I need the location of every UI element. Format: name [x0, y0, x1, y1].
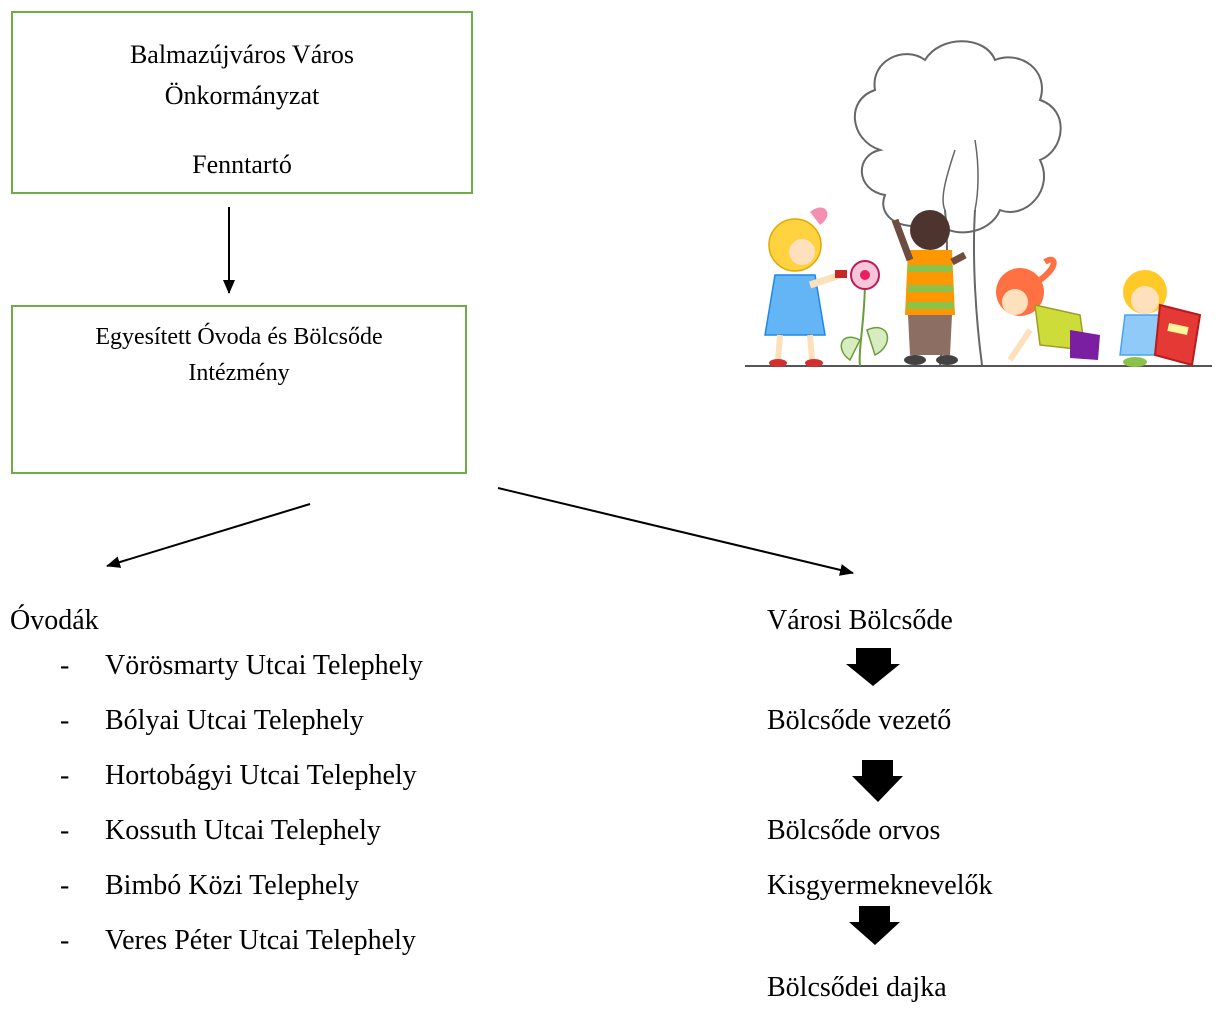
children-drawing-tree-illustration: [745, 40, 1212, 367]
list-bullet: -: [60, 815, 70, 846]
bolcsode-node-dajka: Bölcsődei dajka: [767, 972, 947, 1003]
list-bullet: -: [60, 705, 70, 736]
list-item-label: Hortobágyi Utcai Telephely: [105, 760, 417, 791]
list-item-label: Bólyai Utcai Telephely: [105, 705, 364, 736]
maintainer-name-line1: Balmazújváros Város: [129, 40, 355, 69]
list-item: - Hortobágyi Utcai Telephely: [60, 760, 417, 792]
list-item-label: Vörösmarty Utcai Telephely: [105, 650, 423, 681]
list-bullet: -: [60, 650, 70, 681]
list-bullet: -: [60, 760, 70, 791]
bolcsode-node-orvos: Bölcsőde orvos: [767, 815, 941, 846]
list-item: - Bólyai Utcai Telephely: [60, 705, 364, 737]
bolcsode-node-vezeto: Bölcsőde vezető: [767, 705, 952, 736]
down-arrow-3: [849, 906, 900, 945]
down-arrow-1: [846, 648, 900, 686]
bolcsode-node-varosi: Városi Bölcsőde: [767, 605, 953, 636]
list-item-label: Bimbó Közi Telephely: [105, 870, 360, 901]
list-item: - Bimbó Közi Telephely: [60, 870, 359, 902]
list-bullet: -: [60, 870, 70, 901]
maintainer-name-line2: Önkormányzat: [164, 81, 320, 110]
list-item: - Kossuth Utcai Telephely: [60, 815, 381, 847]
institution-name-line2: Intézmény: [188, 360, 290, 386]
arrow-to-ovodak: [106, 503, 311, 568]
list-item-label: Kossuth Utcai Telephely: [105, 815, 381, 846]
bolcsode-node-kisgyermeknevelok: Kisgyermeknevelők: [767, 870, 993, 901]
ovodak-heading: Óvodák: [10, 605, 99, 636]
arrow-to-bolcsode: [497, 487, 854, 576]
list-item: - Veres Péter Utcai Telephely: [60, 925, 416, 957]
maintainer-box: Balmazújváros Város Önkormányzat Fenntar…: [11, 11, 473, 194]
down-arrow-2: [852, 760, 903, 802]
list-item: - Vörösmarty Utcai Telephely: [60, 650, 423, 682]
maintainer-role: Fenntartó: [192, 150, 292, 179]
institution-name-line1: Egyesített Óvoda és Bölcsőde: [95, 324, 383, 350]
institution-box: Egyesített Óvoda és Bölcsőde Intézmény: [11, 305, 467, 474]
list-item-label: Veres Péter Utcai Telephely: [105, 925, 416, 956]
list-bullet: -: [60, 925, 70, 956]
